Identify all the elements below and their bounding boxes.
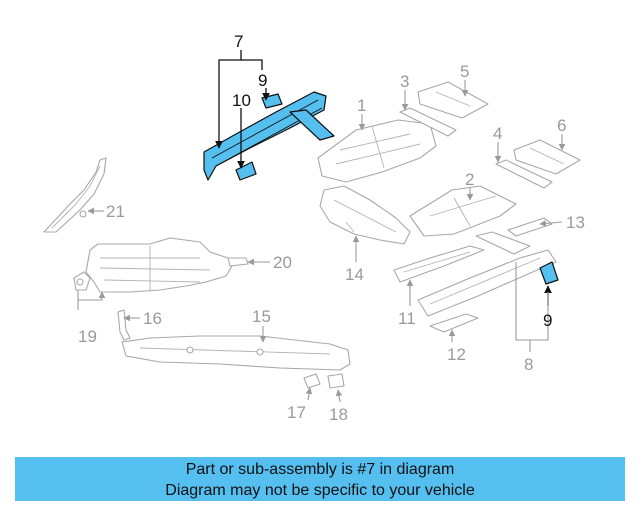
callout-7: 7 (234, 32, 243, 51)
parts-diagram: 7 9 10 9 1 3 5 4 6 2 13 14 20 21 19 16 1… (43, 32, 585, 424)
callout-16: 16 (143, 309, 162, 328)
callout-13: 13 (566, 213, 585, 232)
callout-8: 8 (524, 355, 533, 374)
callout-12: 12 (447, 345, 466, 364)
part-10-bracket-highlighted (235, 161, 257, 181)
callout-21: 21 (106, 202, 125, 221)
part-11-sill (393, 245, 485, 283)
callout-6: 6 (557, 116, 566, 135)
part-1-front-floor (317, 119, 437, 183)
part-7-crossmember-highlighted (203, 91, 335, 181)
callout-19: 19 (78, 327, 97, 346)
part-18 (327, 373, 345, 389)
callout-3: 3 (400, 72, 409, 91)
part-8-side-member (417, 231, 557, 317)
part-17 (303, 373, 321, 389)
part-15-side-rail (121, 335, 351, 371)
callout-9-lower: 9 (543, 311, 552, 330)
callout-2: 2 (465, 170, 474, 189)
part-9b-bracket-highlighted (539, 261, 559, 285)
banner-line-2: Diagram may not be specific to your vehi… (165, 482, 475, 499)
callout-20: 20 (273, 253, 292, 272)
part-16-clip (117, 309, 131, 341)
part-6-panel (513, 139, 581, 175)
callout-17: 17 (287, 403, 306, 422)
callout-4: 4 (493, 124, 502, 143)
part-20-floor-pan (85, 237, 249, 293)
part-14-crossmember (319, 185, 411, 245)
callout-18: 18 (329, 405, 348, 424)
info-banner: Part or sub-assembly is #7 in diagram Di… (15, 457, 625, 501)
part-9-bracket-highlighted (261, 93, 283, 109)
callout-1: 1 (357, 96, 366, 115)
leader-lines (77, 50, 566, 403)
callout-10: 10 (232, 91, 251, 110)
part-12-bracket (429, 313, 479, 333)
callout-14: 14 (345, 265, 364, 284)
part-19-bracket (73, 271, 91, 291)
callout-15: 15 (252, 307, 271, 326)
callout-9: 9 (258, 71, 267, 90)
part-4-reinforcement (495, 159, 553, 189)
banner-line-1: Part or sub-assembly is #7 in diagram (185, 461, 455, 478)
part-13-bracket (507, 217, 553, 237)
part-2-center-floor (409, 185, 517, 237)
part-5-panel (417, 81, 489, 119)
callout-11: 11 (398, 309, 416, 328)
part-21-bracket (43, 157, 107, 233)
callout-5: 5 (460, 62, 469, 81)
